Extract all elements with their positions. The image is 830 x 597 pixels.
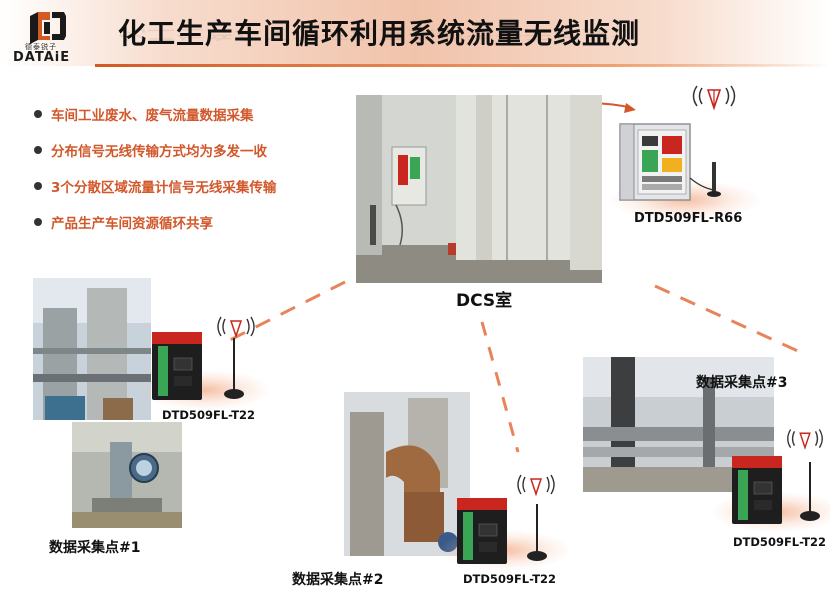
header-band bbox=[0, 0, 830, 66]
bullet-dot-icon bbox=[34, 218, 42, 226]
bullet-dot-icon bbox=[34, 146, 42, 154]
point1-model-label: DTD509FL-T22 bbox=[162, 408, 256, 422]
point1-plant-photo bbox=[33, 278, 151, 420]
receiver-model-label: DTD509FL-R66 bbox=[634, 211, 743, 226]
link-dcs-point3 bbox=[654, 284, 801, 354]
feature-text: 产品生产车间资源循环共享 bbox=[51, 216, 213, 232]
point1-signal-icon bbox=[217, 316, 255, 338]
link-dcs-point2 bbox=[480, 321, 520, 453]
bullet-dot-icon bbox=[34, 182, 42, 190]
feature-text: 分布信号无线传输方式均为多发一收 bbox=[51, 144, 267, 160]
page-title: 化工生产车间循环利用系统流量无线监测 bbox=[118, 17, 641, 50]
point2-signal-icon bbox=[517, 474, 555, 496]
bullet-dot-icon bbox=[34, 110, 42, 118]
receiver-cabinet bbox=[619, 123, 721, 201]
dcs-room-photo bbox=[356, 95, 602, 283]
point3-model-label: DTD509FL-T22 bbox=[733, 535, 827, 549]
receiver-signal-icon bbox=[692, 85, 736, 110]
point1-flowmeter-photo bbox=[72, 422, 182, 528]
feature-item: 3个分散区域流量计信号无线采集传输 bbox=[34, 168, 276, 204]
point1-name-label: 数据采集点#1 bbox=[49, 540, 141, 556]
point3-signal-icon bbox=[787, 429, 823, 450]
point1-transmitter bbox=[152, 332, 244, 400]
point2-name-label: 数据采集点#2 bbox=[292, 572, 384, 588]
company-logo bbox=[30, 12, 66, 44]
point2-transmitter bbox=[457, 498, 547, 564]
point2-plant-photo bbox=[344, 392, 470, 556]
feature-item: 分布信号无线传输方式均为多发一收 bbox=[34, 132, 276, 168]
feature-text: 车间工业废水、废气流量数据采集 bbox=[51, 108, 254, 124]
feature-item: 车间工业废水、废气流量数据采集 bbox=[34, 96, 276, 132]
point3-transmitter bbox=[732, 456, 820, 524]
point3-name-label: 数据采集点#3 bbox=[696, 375, 788, 391]
arrowhead-icon bbox=[624, 103, 636, 113]
link-dcs-point1 bbox=[229, 280, 346, 342]
point2-model-label: DTD509FL-T22 bbox=[463, 572, 557, 586]
logo-english-text: DATAiE bbox=[13, 50, 71, 65]
header-underline bbox=[95, 64, 830, 67]
feature-text: 3个分散区域流量计信号无线采集传输 bbox=[51, 180, 277, 196]
feature-list: 车间工业废水、废气流量数据采集 分布信号无线传输方式均为多发一收 3个分散区域流… bbox=[34, 96, 276, 240]
feature-item: 产品生产车间资源循环共享 bbox=[34, 204, 276, 240]
dcs-room-label: DCS室 bbox=[456, 291, 513, 311]
logo-chinese-text: 德泰锐子 bbox=[25, 43, 57, 51]
